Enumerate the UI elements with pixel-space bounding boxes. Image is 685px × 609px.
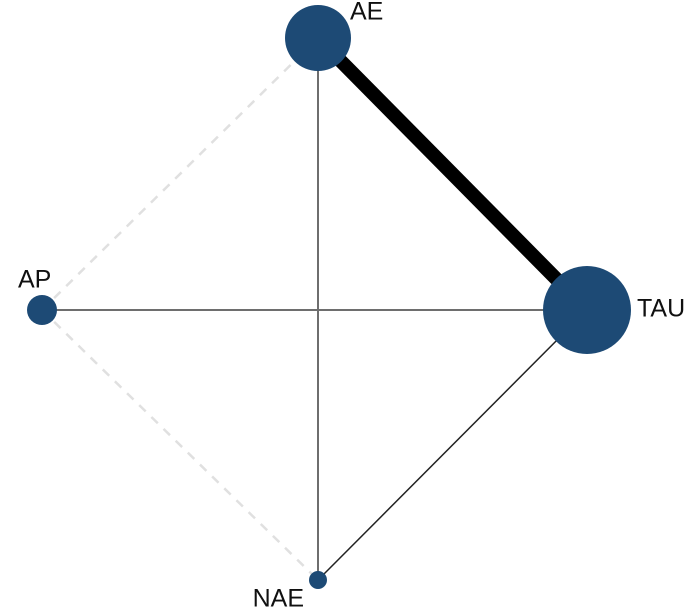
node-label-tau: TAU (637, 295, 685, 323)
node-label-nae: NAE (253, 585, 304, 609)
edge-tau-nae[interactable] (317, 309, 588, 581)
edges-layer (41, 33, 592, 581)
node-ap[interactable] (27, 295, 57, 325)
node-nae[interactable] (309, 571, 327, 589)
edge-ap-nae[interactable] (41, 309, 319, 581)
node-label-ae: AE (350, 0, 383, 26)
node-tau[interactable] (543, 266, 631, 354)
edge-ap-ae[interactable] (41, 37, 319, 311)
nodes-layer (27, 5, 631, 589)
labels-layer: AE TAU AP NAE (18, 0, 685, 609)
node-ae[interactable] (285, 5, 351, 71)
node-label-ap: AP (18, 266, 51, 294)
edge-ae-tau[interactable] (313, 33, 592, 315)
